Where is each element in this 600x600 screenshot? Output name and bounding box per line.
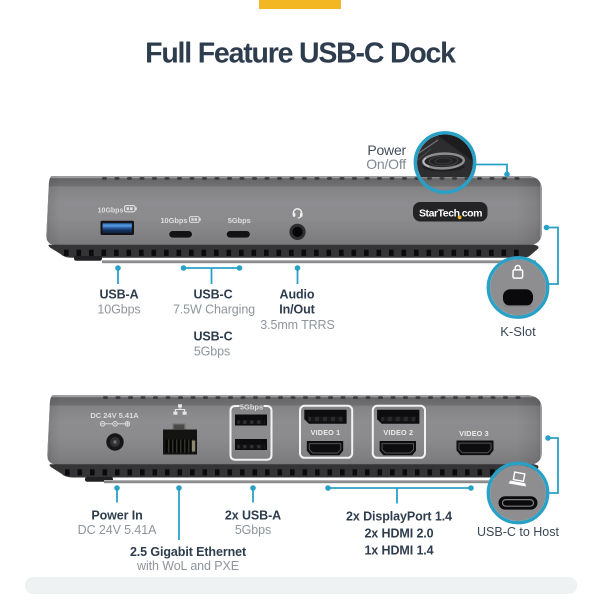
svg-text:VIDEO 2: VIDEO 2 <box>383 428 413 437</box>
svg-text:2x USB-A: 2x USB-A <box>225 509 281 523</box>
svg-text:with WoL and PXE: with WoL and PXE <box>136 559 239 573</box>
svg-text:5Gbps: 5Gbps <box>194 344 230 358</box>
svg-text:In/Out: In/Out <box>279 302 315 316</box>
svg-text:K-Slot: K-Slot <box>500 324 536 339</box>
svg-text:USB-C: USB-C <box>193 329 232 343</box>
svg-text:10Gbps: 10Gbps <box>97 302 140 316</box>
svg-text:VIDEO 1: VIDEO 1 <box>311 428 341 437</box>
svg-text:2x HDMI 2.0: 2x HDMI 2.0 <box>364 527 433 541</box>
svg-text:5Gbps: 5Gbps <box>228 216 251 225</box>
svg-text:5Gbps: 5Gbps <box>240 402 263 411</box>
svg-text:VIDEO 3: VIDEO 3 <box>459 429 489 438</box>
svg-text:2x DisplayPort 1.4: 2x DisplayPort 1.4 <box>346 510 452 524</box>
svg-text:Power In: Power In <box>91 509 142 523</box>
svg-text:USB-A: USB-A <box>99 288 138 302</box>
svg-text:3.5mm TRRS: 3.5mm TRRS <box>260 318 334 332</box>
svg-text:USB-C to Host: USB-C to Host <box>477 525 559 539</box>
svg-text:10Gbps: 10Gbps <box>160 216 187 225</box>
svg-text:10Gbps: 10Gbps <box>98 207 124 214</box>
svg-text:DC 24V 5.41A: DC 24V 5.41A <box>78 523 157 537</box>
svg-text:1x HDMI 1.4: 1x HDMI 1.4 <box>364 544 433 558</box>
svg-text:5Gbps: 5Gbps <box>235 523 271 537</box>
svg-text:USB-C: USB-C <box>193 288 232 302</box>
svg-text:On/Off: On/Off <box>366 156 406 172</box>
svg-text:Full Feature USB-C Dock: Full Feature USB-C Dock <box>145 38 456 70</box>
svg-text:DC 24V 5.41A: DC 24V 5.41A <box>90 411 139 420</box>
svg-text:Audio: Audio <box>280 288 315 302</box>
svg-text:7.5W Charging: 7.5W Charging <box>173 302 255 316</box>
svg-text:com: com <box>462 207 482 219</box>
svg-text:StarTech: StarTech <box>419 207 460 219</box>
svg-text:2.5 Gigabit Ethernet: 2.5 Gigabit Ethernet <box>130 545 247 559</box>
svg-text:Power: Power <box>367 142 406 158</box>
